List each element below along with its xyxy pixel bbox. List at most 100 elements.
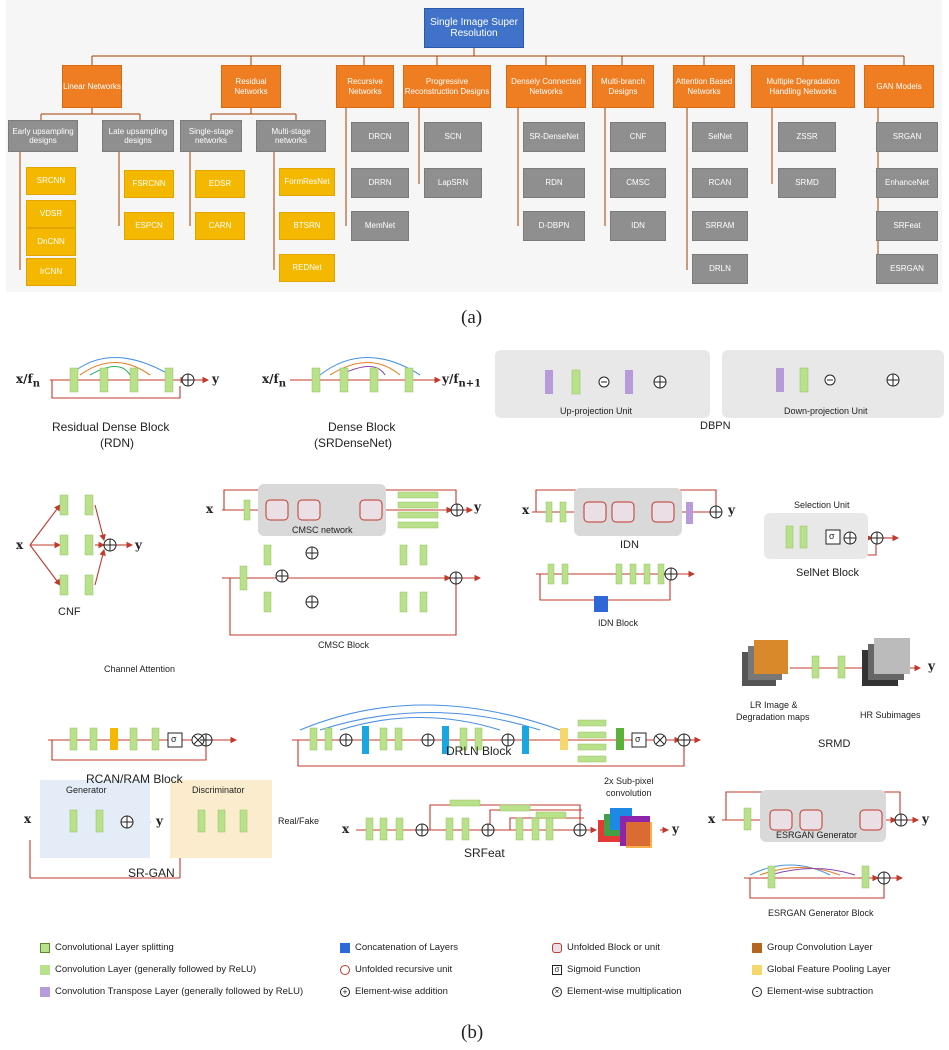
legend-add: + Element-wise addition — [340, 986, 448, 997]
legend-multiply: × Element-wise multiplication — [552, 986, 682, 997]
subtract-icon: - — [752, 986, 762, 997]
legend-sigmoid: σ Sigmoid Function — [552, 964, 640, 975]
subcategory-early: Early upsampling designs — [8, 120, 78, 152]
drln-sigma: σ — [635, 734, 641, 744]
cnf-title: CNF — [58, 606, 81, 618]
dbpn-down-label: Down-projection Unit — [784, 406, 868, 416]
caption-b: (b) — [461, 1022, 484, 1043]
selnet-sigma: σ — [829, 531, 835, 541]
tree-root: Single Image Super Resolution — [424, 8, 524, 48]
srgan-discriminator-label: Discriminator — [192, 785, 245, 795]
rcan-sigma: σ — [171, 734, 177, 744]
cnf-input: x — [16, 538, 24, 552]
cmsc-network-label: CMSC network — [292, 525, 353, 535]
model-rdn: RDN — [523, 168, 585, 198]
model-ircnn: IrCNN — [26, 258, 76, 286]
selnet-title: SelNet Block — [796, 567, 859, 579]
srmd-hr-label: HR Subimages — [860, 710, 921, 720]
srfeat-output: y — [672, 822, 679, 836]
dense-subtitle: (SRDenseNet) — [314, 436, 393, 450]
model-cnf: CNF — [610, 122, 666, 152]
rdn-input: x/fn — [16, 372, 40, 390]
sigmoid-icon: σ — [552, 964, 562, 975]
model-ddbpn: D-DBPN — [523, 211, 585, 241]
dbpn-title: DBPN — [700, 420, 731, 432]
srfeat-subpixel-label: 2x Sub-pixel — [604, 776, 654, 786]
legend-conv-layer: Convolution Layer (generally followed by… — [40, 964, 256, 975]
category-attention: Attention Based Networks — [673, 65, 735, 108]
srgan-output: y — [156, 814, 163, 828]
conv-transpose-icon — [40, 986, 50, 997]
model-drcn: DRCN — [351, 122, 409, 152]
group-conv-icon — [752, 942, 762, 953]
rcan-attention-label: Channel Attention — [104, 664, 176, 674]
cmsc-output: y — [474, 500, 481, 514]
category-degradation: Multiple Degradation Handling Networks — [751, 65, 855, 108]
model-lapsrn: LapSRN — [424, 168, 482, 198]
srfeat-input: x — [342, 822, 350, 836]
esrgan-input: x — [708, 812, 716, 826]
legend-conv-split: Convolutional Layer splitting — [40, 942, 174, 953]
category-dense: Densely Connected Networks — [506, 65, 586, 108]
dbpn-up-label: Up-projection Unit — [560, 406, 633, 416]
taxonomy-tree: Single Image Super Resolution Linear Net… — [6, 0, 942, 292]
model-formresnet: FormResNet — [279, 168, 335, 196]
architecture-diagrams — [29, 350, 944, 899]
model-srmd: SRMD — [778, 168, 836, 198]
category-recursive: Recursive Networks — [336, 65, 394, 108]
subcategory-single: Single-stage networks — [180, 120, 242, 152]
multiply-icon: × — [552, 986, 562, 997]
model-memnet: MemNet — [351, 211, 409, 241]
tree-connectors — [19, 48, 905, 270]
srfeat-title: SRFeat — [464, 846, 505, 860]
srmd-title: SRMD — [818, 738, 851, 750]
model-dncnn: DnCNN — [26, 228, 76, 256]
legend-pooling: Global Feature Pooling Layer — [752, 964, 891, 975]
rdn-output: y — [212, 372, 219, 386]
legend-conv-transpose: Convolution Transpose Layer (generally f… — [40, 986, 303, 997]
model-idn: IDN — [610, 211, 666, 241]
model-btsrn: BTSRN — [279, 212, 335, 240]
legend-unfolded-block: Unfolded Block or unit — [552, 942, 660, 953]
subcategory-multi: Multi-stage networks — [256, 120, 326, 152]
model-fsrcnn: FSRCNN — [124, 170, 174, 198]
rdn-title: Residual Dense Block — [52, 420, 170, 434]
srmd-output: y — [928, 659, 935, 673]
model-drln: DRLN — [692, 254, 748, 284]
model-srgan: SRGAN — [876, 122, 938, 152]
category-linear: Linear Networks — [62, 65, 122, 108]
model-esrgan: ESRGAN — [876, 254, 938, 284]
model-scn: SCN — [424, 122, 482, 152]
srfeat-subpixel-label-2: convolution — [606, 788, 652, 798]
concat-icon — [340, 942, 350, 953]
conv-layer-icon — [40, 964, 50, 975]
dense-input: x/fn — [262, 372, 286, 390]
model-cmsc: CMSC — [610, 168, 666, 198]
srgan-title: SR-GAN — [128, 866, 175, 880]
model-rednet: REDNet — [279, 254, 335, 282]
cnf-output: y — [135, 538, 142, 552]
srmd-lr-label: LR Image & — [750, 700, 798, 710]
model-carn: CARN — [195, 212, 245, 240]
dense-output: y/fn+1 — [442, 372, 482, 390]
caption-a: (a) — [461, 307, 483, 328]
cmsc-input: x — [206, 502, 214, 516]
srgan-generator-label: Generator — [66, 785, 107, 795]
legend-subtract: - Element-wise subtraction — [752, 986, 873, 997]
legend-group-conv: Group Convolution Layer — [752, 942, 873, 953]
unfolded-block-icon — [552, 942, 562, 953]
drln-title: DRLN Block — [446, 744, 512, 758]
category-residual: Residual Networks — [221, 65, 281, 108]
model-srdensenet: SR-DenseNet — [523, 122, 585, 152]
model-vdsr: VDSR — [26, 200, 76, 228]
model-espcn: ESPCN — [124, 212, 174, 240]
srmd-lr-label-2: Degradation maps — [736, 712, 810, 722]
model-rcan: RCAN — [692, 168, 748, 198]
model-srcnn: SRCNN — [26, 167, 76, 195]
cmsc-block-label: CMSC Block — [318, 640, 370, 650]
rcan-title: RCAN/RAM Block — [86, 772, 183, 786]
dense-title: Dense Block — [328, 420, 396, 434]
model-zssr: ZSSR — [778, 122, 836, 152]
idn-input: x — [522, 503, 530, 517]
model-edsr: EDSR — [195, 170, 245, 198]
